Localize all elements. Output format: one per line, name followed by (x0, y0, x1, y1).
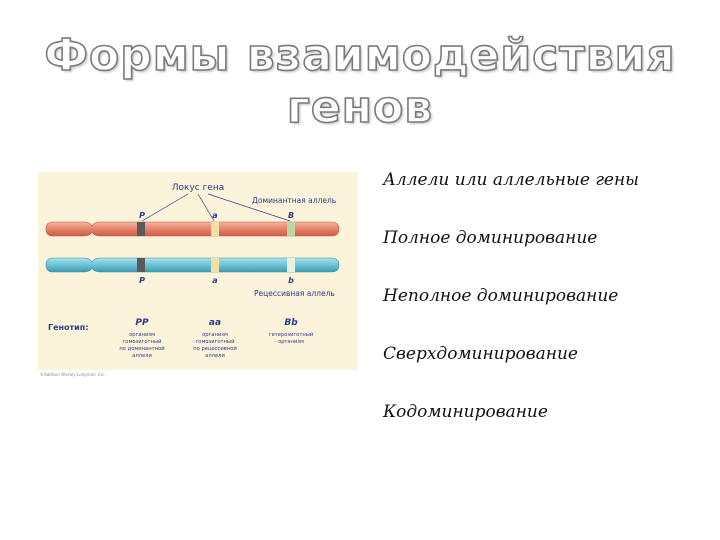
locus-band-P-top (137, 222, 145, 236)
genotype-code-aa: aa (209, 318, 221, 328)
bottom-allele-label-1: P (139, 276, 145, 285)
top-allele-label-3: B (288, 211, 294, 220)
top-allele-label-1: P (139, 211, 145, 220)
dominant-allele-label: Доминантная аллель (252, 196, 336, 205)
genotype-desc-PP-line-4: аллели (132, 353, 152, 359)
genotype-desc-aa-line-2: гомозиготный (196, 338, 235, 345)
term-item-overdominance: Сверхдоминирование (383, 344, 578, 364)
locus-label: Локус гена (172, 183, 225, 193)
title-line-1: Формы взаимодействия (44, 29, 676, 82)
locus-band-a-top (211, 222, 219, 236)
top-allele-label-2: a (212, 211, 217, 220)
genotype-desc-PP-line-1: организм (129, 332, 155, 338)
chromosome-figure: Локус гена Доминантная аллель P a B P a … (38, 172, 358, 370)
locus-pointer-2 (197, 193, 215, 222)
genotype-code-PP: PP (135, 318, 149, 328)
genotype-desc-PP-line-2: гомозиготный (123, 338, 162, 345)
locus-band-P-bottom (137, 258, 145, 272)
genotype-desc-PP: организм гомозиготный по доминантной алл… (119, 332, 164, 359)
genotype-label: Генотип: (48, 323, 89, 332)
title-line-2: генов (286, 81, 434, 134)
term-item-codominance: Кодоминирование (383, 402, 548, 422)
locus-band-B-top (287, 222, 295, 236)
locus-pointer-3 (207, 193, 291, 222)
genotype-desc-Bb-line-2: организм (278, 339, 304, 345)
term-list: Аллели или аллельные гены Полное доминир… (383, 166, 713, 456)
locus-band-a-bottom (211, 258, 219, 272)
chromosome-diagram: Локус гена Доминантная аллель P a B P a … (45, 183, 340, 359)
genotype-desc-aa-line-3: по рецессивной (193, 345, 237, 352)
genotype-desc-PP-line-3: по доминантной (119, 345, 164, 352)
genotype-code-Bb: Bb (284, 318, 298, 328)
chromosome-bottom (45, 257, 340, 273)
genotype-desc-aa-line-1: организм (202, 332, 228, 338)
term-item-complete-dominance: Полное доминирование (383, 228, 598, 248)
chromosome-top (45, 221, 340, 237)
genotype-desc-aa-line-4: аллели (205, 353, 225, 359)
bottom-allele-label-2: a (212, 276, 217, 285)
genotype-desc-Bb: гетерозиготный организм (269, 331, 314, 345)
bottom-allele-label-3: b (288, 276, 294, 285)
genotype-desc-Bb-line-1: гетерозиготный (269, 331, 314, 338)
recessive-allele-label: Рецессивная аллель (254, 289, 335, 298)
locus-pointer-1 (141, 193, 189, 222)
term-item-alleles: Аллели или аллельные гены (383, 170, 640, 190)
slide-title: Формы взаимодействия генов (40, 29, 680, 134)
locus-band-b-bottom (287, 258, 295, 272)
term-item-incomplete-dominance: Неполное доминирование (383, 286, 619, 306)
genotype-desc-aa: организм гомозиготный по рецессивной алл… (193, 332, 237, 359)
figure-credit: ©Addison Wesley Longman, Inc. (40, 372, 106, 377)
